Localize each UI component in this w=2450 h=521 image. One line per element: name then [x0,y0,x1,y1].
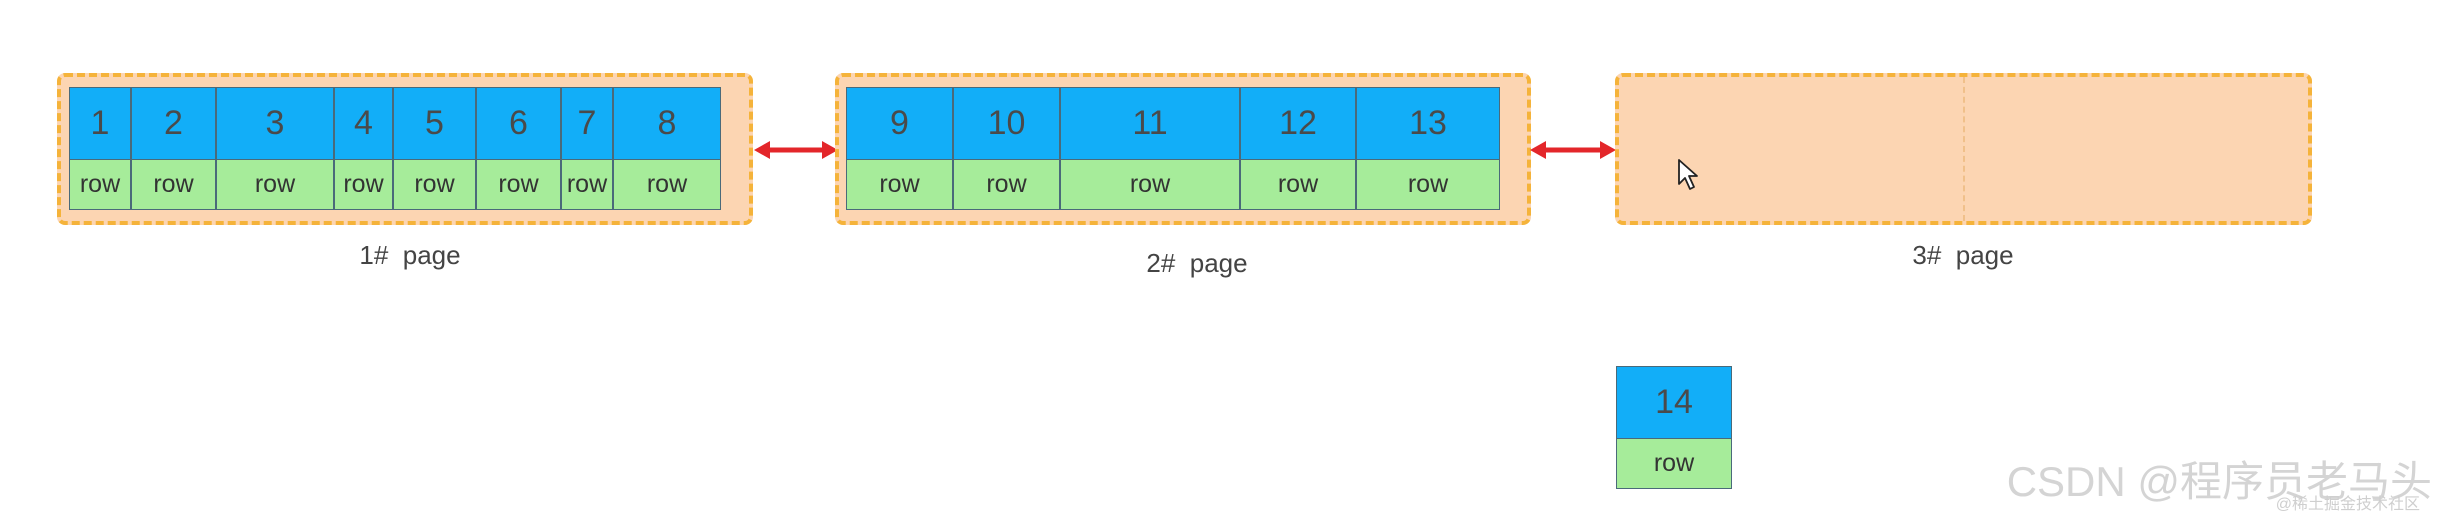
record-key: 7 [561,87,613,160]
record-cell: 6 row [476,87,561,210]
record-row: row [561,160,613,210]
record-key: 14 [1616,366,1732,439]
page-1: 1 row 2 row 3 row 4 row 5 row 6 row 7 ro… [57,73,753,225]
record-row: row [393,160,476,210]
csdn-watermark: CSDN @程序员老马头 [2006,458,2432,505]
page-3-divider [1963,77,1965,221]
mouse-cursor-icon [1678,159,1698,190]
record-cell: 13 row [1356,87,1500,210]
record-cell: 11 row [1060,87,1240,210]
record-row: row [953,160,1060,210]
record-key: 4 [334,87,393,160]
record-key: 9 [846,87,953,160]
record-row: row [846,160,953,210]
record-key: 2 [131,87,216,160]
record-row: row [1060,160,1240,210]
record-key: 12 [1240,87,1356,160]
record-row: row [131,160,216,210]
record-key: 1 [69,87,131,160]
juejin-watermark: @稀土掘金技术社区 [2275,496,2420,513]
page-3-caption: 3# page [1912,240,2014,270]
record-row: row [1616,439,1732,489]
double-arrow-icon [1530,141,1616,159]
record-key: 5 [393,87,476,160]
record-cell: 9 row [846,87,953,210]
record-row: row [476,160,561,210]
record-row: row [334,160,393,210]
page-2: 9 row 10 row 11 row 12 row 13 row [835,73,1531,225]
record-key: 13 [1356,87,1500,160]
record-cell: 4 row [334,87,393,210]
record-key: 8 [613,87,721,160]
page-3 [1615,73,2312,225]
record-cell: 12 row [1240,87,1356,210]
record-row: row [1240,160,1356,210]
record-key: 10 [953,87,1060,160]
record-cell: 3 row [216,87,334,210]
record-key: 11 [1060,87,1240,160]
record-cell: 1 row [69,87,131,210]
record-key: 6 [476,87,561,160]
record-cell: 2 row [131,87,216,210]
double-arrow-icon [754,141,838,159]
new-record-cell: 14 row [1616,366,1732,489]
record-cell: 5 row [393,87,476,210]
record-key: 3 [216,87,334,160]
page-2-caption: 2# page [1146,248,1248,278]
record-row: row [216,160,334,210]
page-1-caption: 1# page [359,240,461,270]
record-row: row [613,160,721,210]
record-row: row [1356,160,1500,210]
record-cell: 10 row [953,87,1060,210]
record-cell: 7 row [561,87,613,210]
record-cell: 8 row [613,87,721,210]
record-row: row [69,160,131,210]
